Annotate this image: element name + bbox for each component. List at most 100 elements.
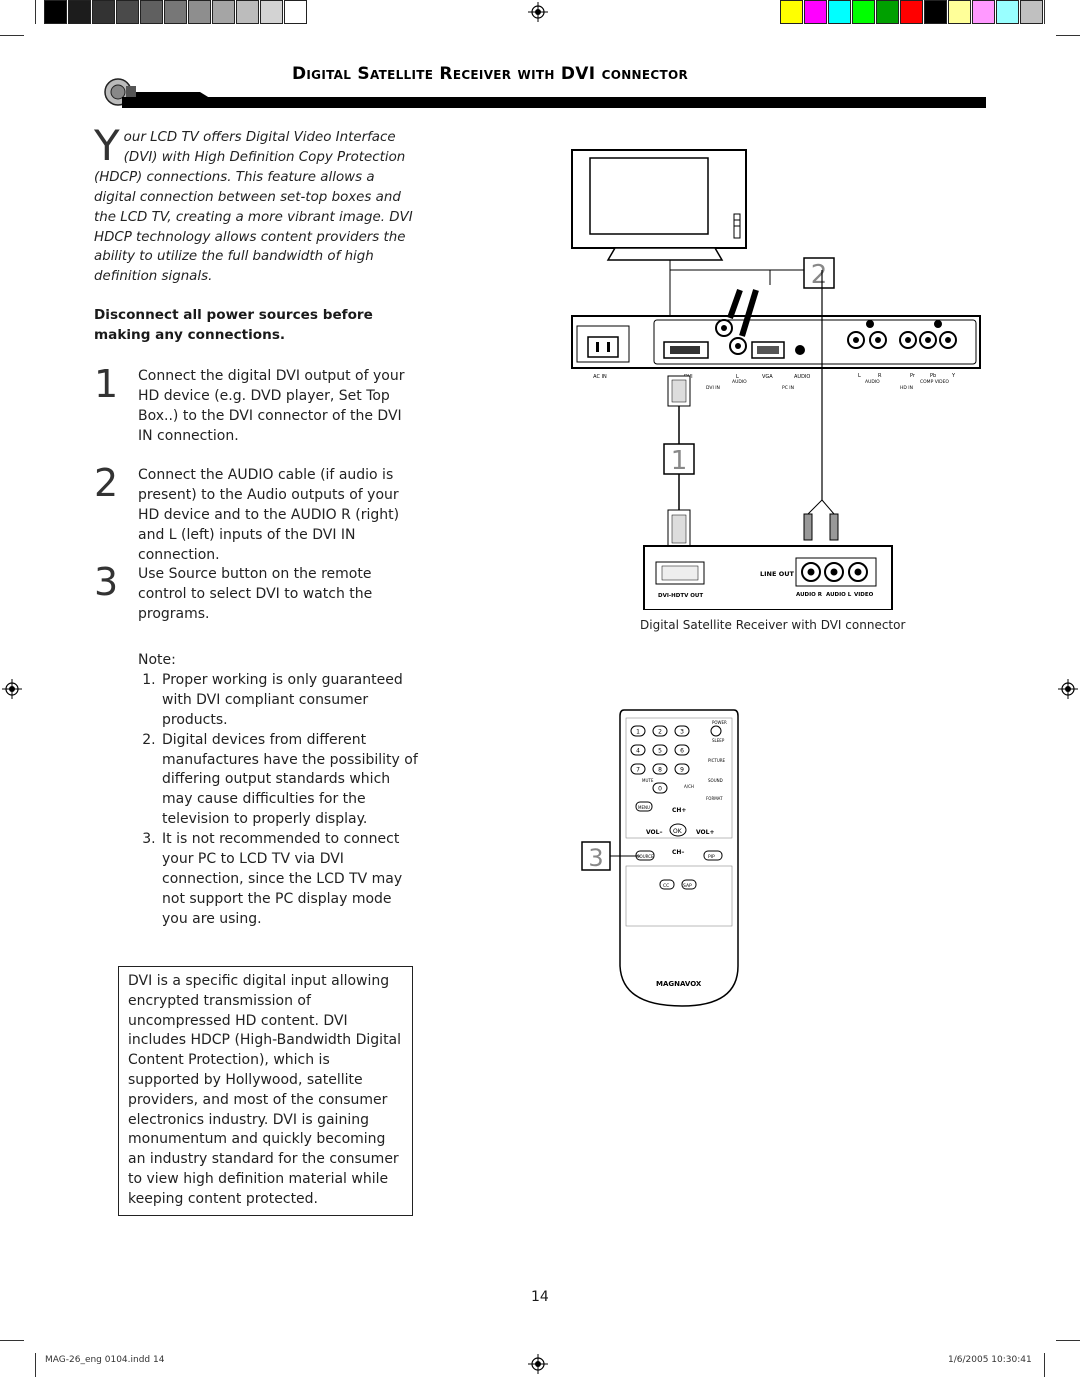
note-item: Proper working is only guaranteed with D… — [160, 671, 418, 731]
comp-l-label: L — [858, 373, 861, 379]
crop-mark — [1044, 1353, 1045, 1377]
gray-swatch — [284, 0, 307, 24]
ok-label: OK — [673, 828, 683, 835]
video-label: VIDEO — [854, 592, 874, 598]
step-text: Use Source button on the remote control … — [138, 566, 373, 622]
brand-logo: MAGNAVOX — [656, 980, 702, 988]
digit-button — [652, 763, 668, 775]
a-ch-label: A/CH — [684, 784, 694, 789]
color-swatch — [876, 0, 899, 24]
pb-label: Pb — [930, 373, 936, 379]
color-swatch — [852, 0, 875, 24]
gray-swatch — [212, 0, 235, 24]
color-swatch — [900, 0, 923, 24]
crop-mark — [35, 0, 36, 24]
digit-label: 0 — [658, 786, 662, 793]
color-swatch — [972, 0, 995, 24]
grayscale-calibration-bar — [44, 0, 308, 24]
audio-l-label: L — [736, 374, 739, 380]
callout-1: 1 — [671, 446, 688, 476]
dvi-info-box: DVI is a specific digital input allowing… — [118, 966, 413, 1216]
color-swatch — [1020, 0, 1043, 24]
pip-label: PIP — [708, 854, 715, 860]
digit-label: 4 — [636, 748, 640, 755]
color-swatch — [924, 0, 947, 24]
digit-label: 8 — [658, 767, 662, 774]
comp-audio-label: AUDIO — [865, 379, 880, 385]
gray-swatch — [140, 0, 163, 24]
registration-mark-icon — [528, 1354, 548, 1374]
sap-label: SAP — [683, 883, 692, 889]
crop-mark — [0, 1340, 24, 1341]
crop-mark — [1056, 35, 1080, 36]
crop-mark — [35, 1353, 36, 1377]
connection-diagram: 2 AC IN DVI L AUDIO DVI IN VGA AUDIO PC … — [571, 149, 981, 610]
menu-label: MENU — [638, 805, 650, 810]
picture-label: PICTURE — [708, 758, 726, 763]
gray-swatch — [116, 0, 139, 24]
mute-label: MUTE — [642, 778, 654, 783]
y-label: Y — [951, 373, 956, 379]
power-label: POWER — [712, 720, 727, 725]
sound-label: SOUND — [708, 778, 723, 783]
gray-swatch — [92, 0, 115, 24]
registration-mark-icon — [1058, 679, 1078, 699]
registration-mark-icon — [528, 2, 548, 22]
digit-button — [652, 725, 668, 737]
audio-cable-illustration — [803, 270, 839, 541]
color-swatch — [780, 0, 803, 24]
page-number: 14 — [531, 1289, 549, 1305]
audio-r-label: AUDIO R — [796, 592, 823, 598]
color-swatch — [828, 0, 851, 24]
warning-text: Disconnect all power sources before maki… — [94, 307, 373, 343]
gray-swatch — [164, 0, 187, 24]
note-label: Note: — [138, 652, 176, 668]
digit-button — [630, 763, 646, 775]
page-title: Digital Satellite Receiver with DVI conn… — [292, 64, 689, 84]
dvi-cable-illustration — [667, 375, 691, 551]
hd-in-label: HD IN — [900, 385, 913, 391]
digit-button — [630, 744, 646, 756]
audio-l-label: AUDIO L — [826, 592, 852, 598]
source-label: SOURCE — [637, 854, 654, 859]
vga-label: VGA — [762, 374, 773, 380]
ch-down-label: CH– — [672, 849, 684, 856]
comp-r-label: R — [878, 373, 882, 379]
sleep-label: SLEEP — [712, 738, 725, 743]
pc-in-label: PC IN — [782, 385, 794, 391]
drop-cap: Y — [94, 121, 120, 170]
line-out-label: LINE OUT — [760, 570, 795, 578]
registration-mark-icon — [2, 679, 22, 699]
callout-3-box: 3 — [581, 841, 640, 872]
audio-label: AUDIO — [732, 379, 747, 385]
color-swatch — [996, 0, 1019, 24]
digit-button — [630, 725, 646, 737]
gray-swatch — [44, 0, 67, 24]
step-number: 1 — [94, 362, 119, 406]
comp-video-label: COMP VIDEO — [920, 379, 949, 385]
callout-2: 2 — [811, 260, 828, 290]
dvi-in-label: DVI IN — [706, 385, 720, 391]
digit-label: 2 — [658, 729, 662, 736]
vol-up-label: VOL+ — [696, 829, 715, 836]
crop-mark — [1044, 0, 1045, 24]
digit-button — [652, 744, 668, 756]
note-item: Digital devices from different manufactu… — [160, 731, 418, 831]
vol-down-label: VOL– — [646, 829, 662, 836]
digit-label: 3 — [680, 729, 684, 736]
dvi-hdtv-out-label: DVI-HDTV OUT — [658, 593, 703, 599]
lcd-tv-illustration — [571, 149, 747, 261]
digit-label: 6 — [680, 748, 684, 755]
gray-swatch — [68, 0, 91, 24]
digit-button — [674, 763, 690, 775]
intro-text: our LCD TV offers Digital Video Interfac… — [94, 130, 413, 285]
crop-mark — [0, 35, 24, 36]
step-text: Connect the AUDIO cable (if audio is pre… — [138, 467, 400, 563]
digit-label: 9 — [680, 767, 684, 774]
callout-3: 3 — [588, 844, 603, 872]
step-number: 2 — [94, 461, 119, 505]
color-swatch — [948, 0, 971, 24]
